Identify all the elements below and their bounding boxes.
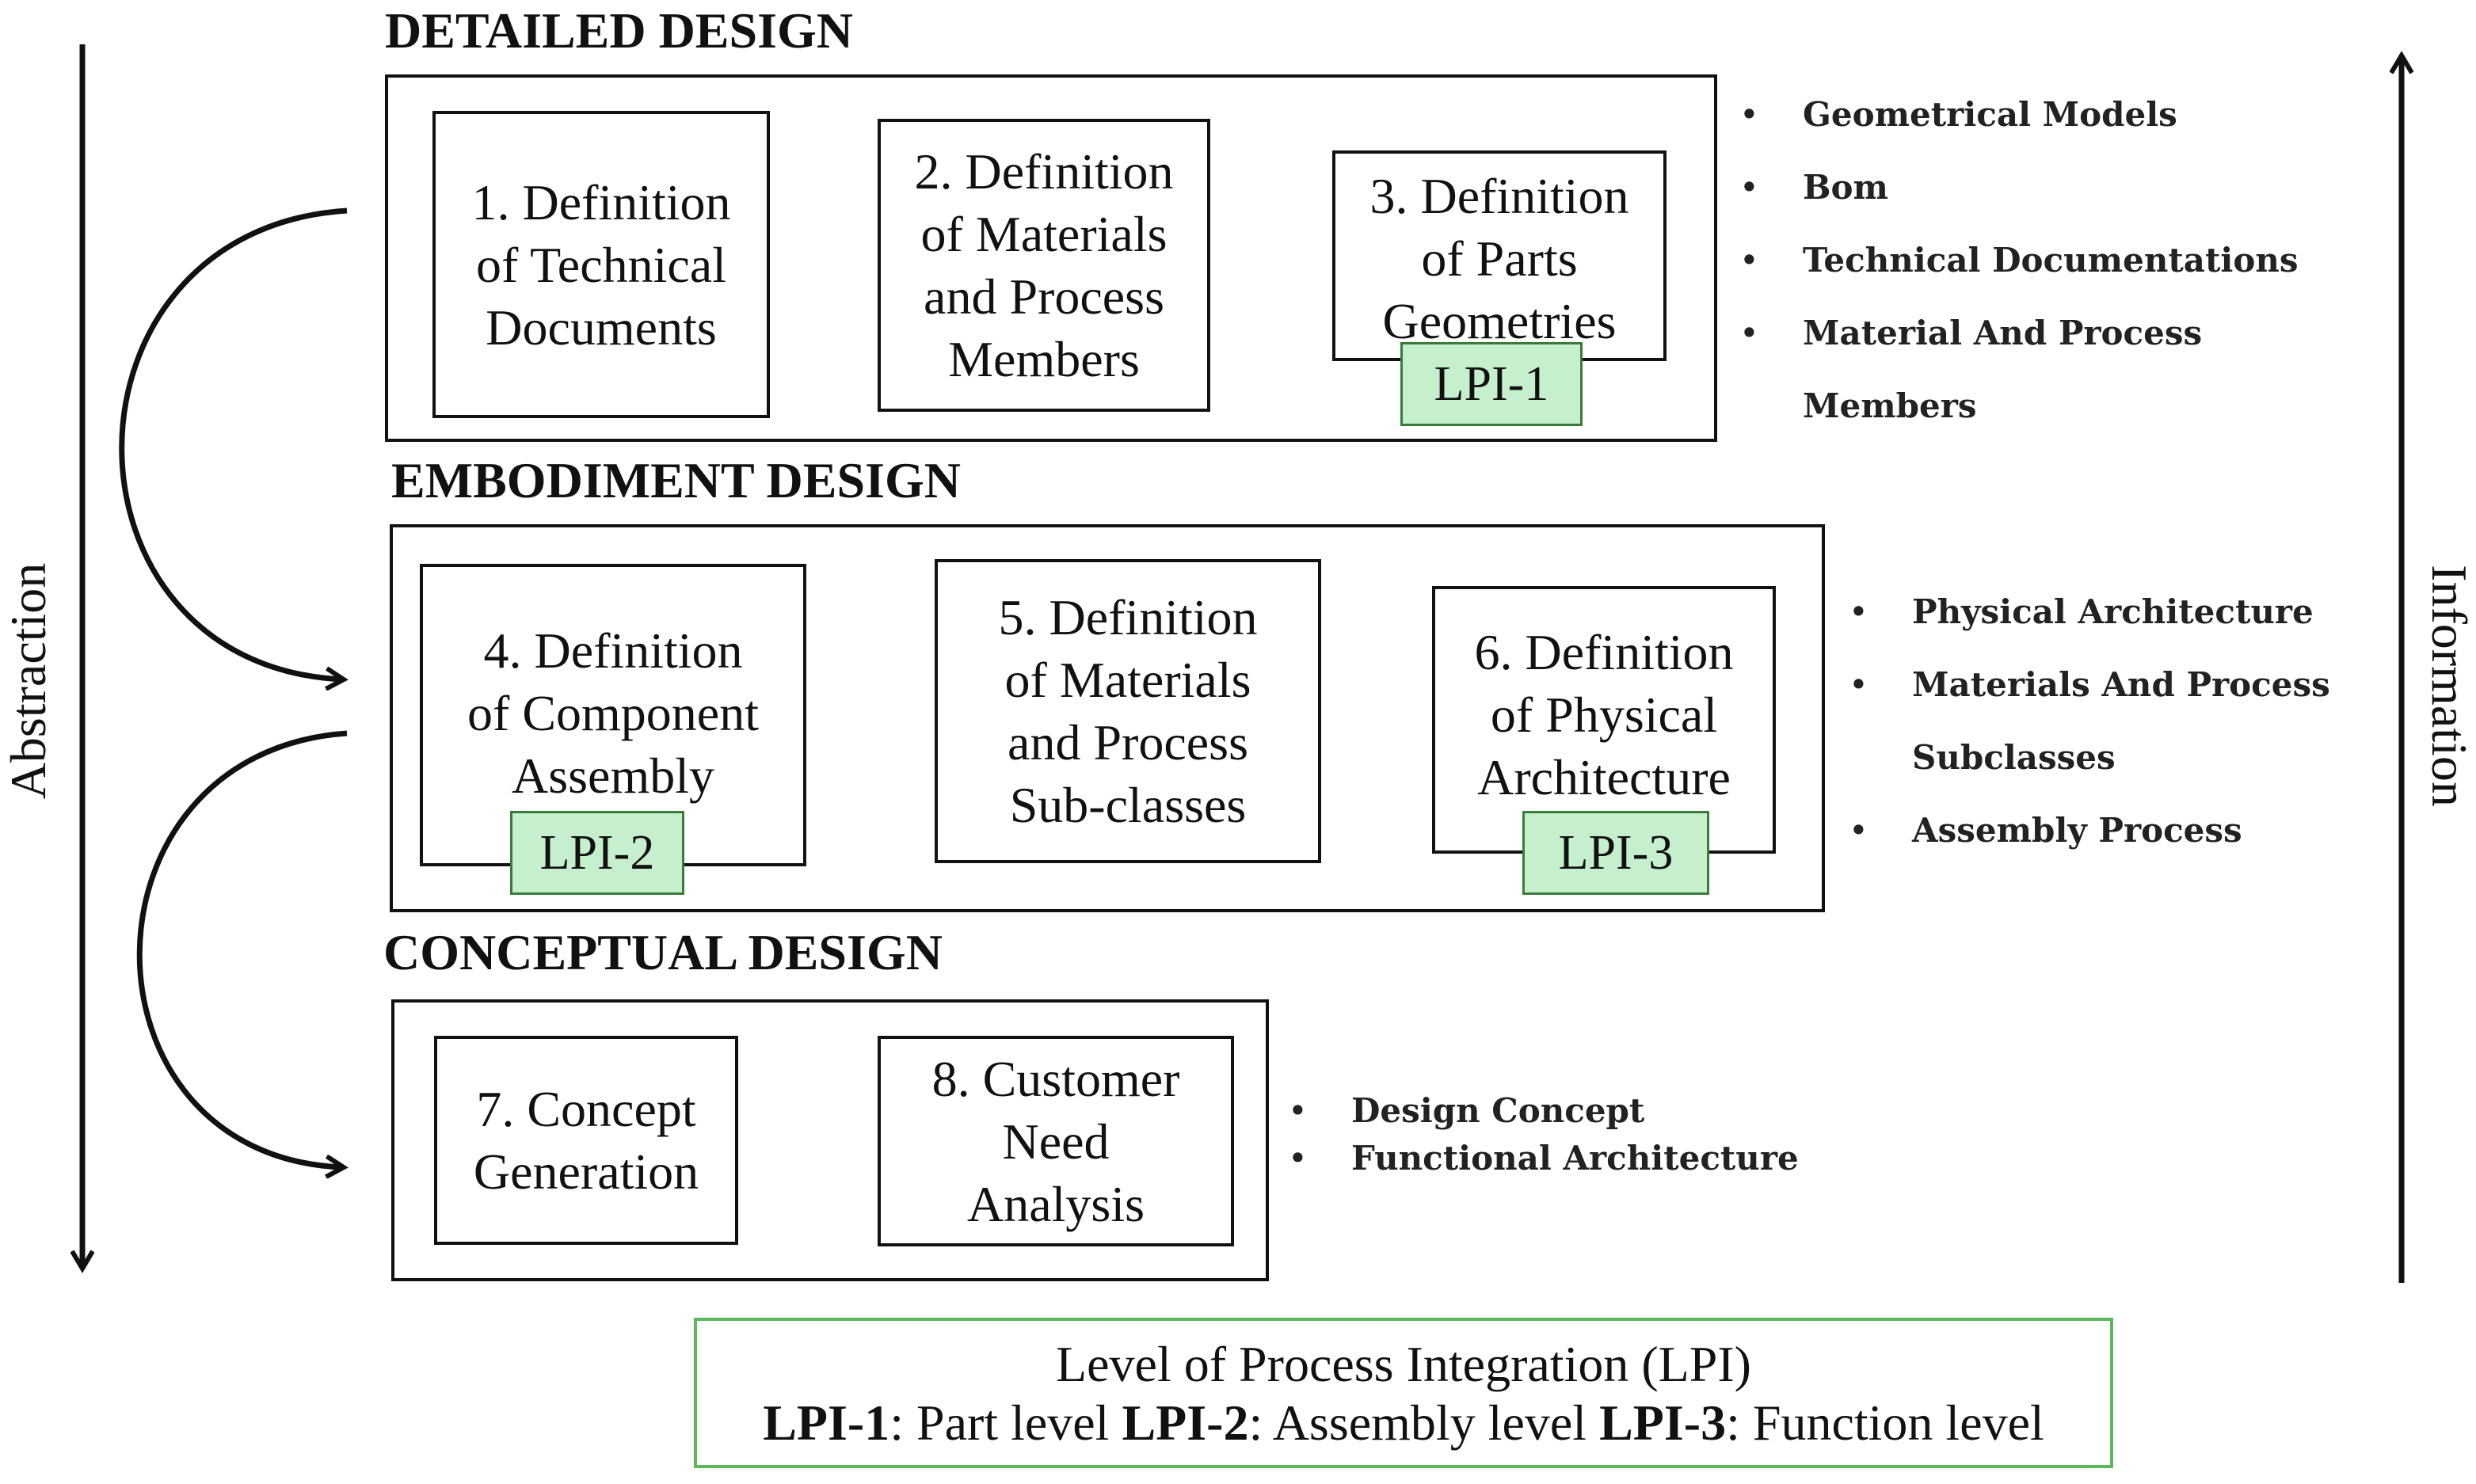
detailed-design-title: DETAILED DESIGN (385, 2, 853, 59)
box-8-customer-need-analysis: 8. Customer Need Analysis (878, 1036, 1234, 1246)
lpi-legend: Level of Process Integration (LPI) LPI-1… (694, 1318, 2113, 1468)
info-item: •Bom (1739, 168, 1888, 207)
box-3-parts-geometries: 3. Definition of Parts Geometries (1332, 150, 1667, 361)
legend-title: Level of Process Integration (LPI) (1056, 1336, 1751, 1392)
info-item: •Technical Documentations (1739, 241, 2299, 280)
box-4-label: 4. Definition of Component Assembly (467, 622, 759, 804)
legend-lpi2-text: : Assembly level (1248, 1395, 1600, 1451)
box-1-label: 1. Definition of Technical Documents (471, 173, 731, 356)
lpi-3-badge: LPI-3 (1522, 811, 1709, 895)
legend-lpi3-text: : Function level (1726, 1395, 2044, 1451)
embodiment-to-conceptual-curve (136, 730, 347, 1167)
info-item-continued: Members (1803, 386, 1977, 425)
information-label: Information (2421, 565, 2476, 807)
info-item: •Functional Architecture (1288, 1139, 1799, 1178)
box-3-label: 3. Definition of Parts Geometries (1369, 168, 1629, 349)
box-7-label: 7. Concept Generation (473, 1081, 699, 1200)
lpi-1-badge: LPI-1 (1400, 342, 1583, 426)
box-8-label: 8. Customer Need Analysis (931, 1050, 1180, 1232)
info-item: •Materials And Process (1849, 665, 2330, 704)
info-item: •Design Concept (1288, 1091, 1645, 1130)
embodiment-design-title: EMBODIMENT DESIGN (391, 452, 961, 508)
info-item-continued: Subclasses (1912, 738, 2116, 777)
info-item: •Assembly Process (1849, 811, 2242, 850)
box-2-label: 2. Definition of Materials and Process M… (914, 143, 1174, 387)
box-6-label: 6. Definition of Physical Architecture (1474, 624, 1734, 805)
box-6-physical-architecture: 6. Definition of Physical Architecture (1432, 586, 1776, 854)
info-item: •Material And Process (1739, 314, 2203, 352)
legend-levels: LPI-1: Part level LPI-2: Assembly level … (697, 1394, 2110, 1452)
legend-lpi1-text: : Part level (889, 1395, 1122, 1451)
legend-lpi3-key: LPI-3 (1599, 1395, 1727, 1451)
box-5-materials-process-subclasses: 5. Definition of Materials and Process S… (935, 559, 1321, 863)
conceptual-information-list: •Design Concept •Functional Architecture (1288, 1091, 1799, 1186)
box-1-technical-documents: 1. Definition of Technical Documents (432, 111, 770, 418)
box-5-label: 5. Definition of Materials and Process S… (998, 589, 1258, 833)
embodiment-information-list: •Physical Architecture •Materials And Pr… (1849, 592, 2330, 884)
legend-lpi1-key: LPI-1 (763, 1395, 890, 1451)
box-2-materials-process-members: 2. Definition of Materials and Process M… (878, 119, 1210, 412)
conceptual-design-title: CONCEPTUAL DESIGN (383, 924, 943, 980)
detailed-information-list: •Geometrical Models •Bom •Technical Docu… (1739, 95, 2299, 459)
legend-lpi2-key: LPI-2 (1122, 1395, 1249, 1451)
lpi-2-badge: LPI-2 (510, 811, 684, 895)
abstraction-label: Abstraction (0, 562, 56, 800)
detailed-to-embodiment-curve (119, 207, 347, 679)
info-item: •Geometrical Models (1739, 95, 2177, 134)
info-item: •Physical Architecture (1849, 592, 2314, 631)
box-7-concept-generation: 7. Concept Generation (434, 1036, 738, 1245)
